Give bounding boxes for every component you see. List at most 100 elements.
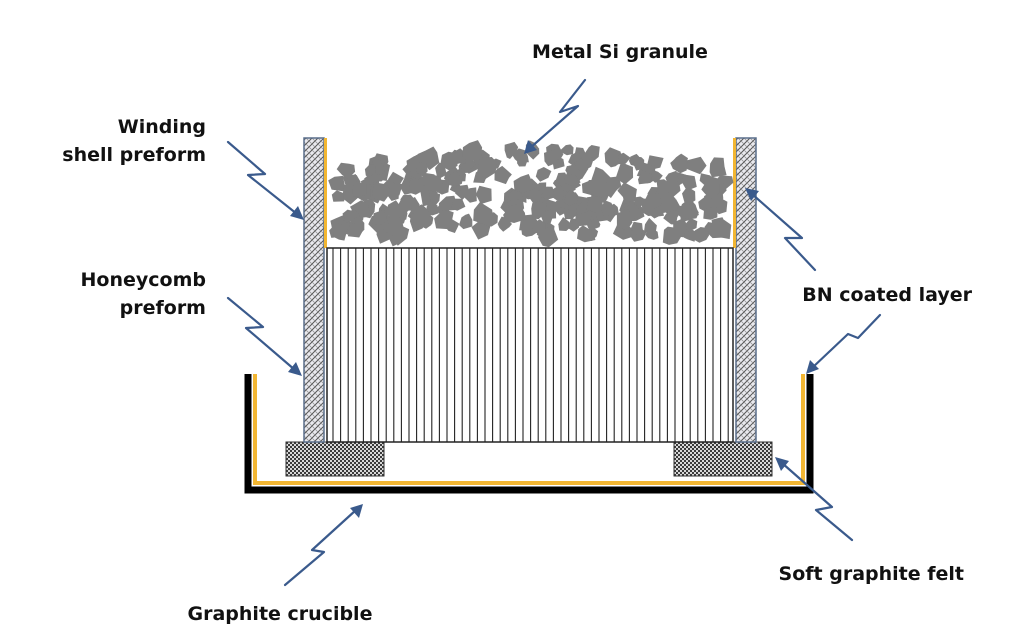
si-granule — [630, 221, 643, 236]
si-granule — [665, 170, 679, 184]
arrow-honeycomb — [226, 296, 302, 376]
bn-coating-shell-right — [733, 138, 736, 248]
si-granule — [586, 195, 604, 213]
si-granule — [642, 193, 662, 211]
si-granule — [477, 157, 498, 179]
metal-si-granules — [328, 140, 734, 248]
arrow-graphite-crucible — [283, 504, 363, 587]
si-granule — [670, 154, 688, 174]
felt-pad-right — [673, 441, 773, 477]
si-granule — [331, 190, 346, 202]
label-winding-line1: Winding — [118, 116, 206, 138]
si-granule — [562, 206, 577, 220]
si-granule — [473, 202, 493, 225]
crucible-wall — [244, 374, 814, 494]
label-graphite-crucible: Graphite crucible — [188, 603, 373, 625]
si-granule — [352, 180, 367, 197]
si-granule — [386, 200, 405, 218]
leader-arrows — [226, 78, 882, 587]
si-granule — [513, 174, 533, 193]
si-granule — [560, 144, 574, 156]
si-granule — [656, 179, 672, 197]
si-granule — [633, 155, 645, 171]
si-granule — [440, 151, 458, 171]
si-granule — [429, 192, 441, 205]
si-granule — [564, 173, 579, 186]
si-granule — [398, 195, 415, 215]
si-granule — [504, 141, 519, 159]
si-granule — [682, 187, 696, 205]
si-granule — [644, 217, 657, 235]
si-granule — [417, 146, 440, 171]
si-granule — [662, 226, 683, 245]
si-granule — [633, 196, 647, 207]
si-granule — [544, 149, 560, 167]
label-winding-line2: shell preform — [62, 144, 206, 166]
bn-coating-shell-left — [324, 138, 327, 248]
si-granule — [649, 170, 663, 183]
si-granule — [575, 201, 589, 215]
graphite-crucible — [244, 374, 814, 494]
label-metal-si-granule: Metal Si granule — [532, 41, 708, 63]
si-granule — [416, 162, 428, 177]
shell-wall-right — [735, 137, 757, 443]
si-granule — [617, 182, 637, 202]
si-granule — [388, 218, 405, 236]
label-bn-coated-layer: BN coated layer — [802, 284, 972, 306]
arrow-winding-shell — [226, 140, 304, 220]
si-granule — [364, 164, 376, 178]
arrow-soft-felt — [775, 457, 854, 542]
felt-pad-left — [285, 441, 385, 477]
winding-shell-preform — [303, 137, 757, 443]
si-granule — [328, 175, 345, 192]
shell-wall-left — [303, 137, 325, 443]
si-granule — [591, 166, 612, 188]
si-granule — [564, 189, 578, 207]
si-granule — [575, 210, 592, 227]
label-soft-graphite-felt: Soft graphite felt — [779, 563, 964, 585]
si-granule — [372, 209, 388, 226]
labels: Metal Si granule Winding shell preform H… — [62, 41, 972, 625]
si-granule — [424, 173, 444, 192]
label-honeycomb-line1: Honeycomb — [81, 269, 206, 291]
si-granule — [462, 140, 483, 163]
si-granule — [701, 175, 721, 200]
si-granule — [459, 213, 473, 230]
si-granule — [443, 217, 460, 233]
si-granule — [601, 200, 615, 216]
si-granule — [531, 201, 547, 220]
si-granule — [463, 187, 477, 203]
si-granule — [615, 162, 634, 185]
si-granule — [709, 157, 727, 178]
arrow-bn-crucible — [806, 313, 882, 374]
si-granule — [537, 227, 559, 248]
si-granule — [685, 156, 707, 175]
si-granule — [663, 210, 679, 225]
si-granule — [703, 207, 718, 220]
si-granule — [681, 174, 697, 191]
si-granule — [676, 205, 693, 219]
si-granule — [617, 152, 631, 165]
label-honeycomb-line2: preform — [120, 297, 206, 319]
si-granule — [716, 219, 732, 240]
si-granule — [639, 172, 653, 184]
si-granule — [535, 167, 552, 182]
si-granule — [616, 209, 633, 231]
si-granule — [528, 188, 543, 204]
si-granule — [475, 185, 492, 205]
si-granule — [371, 182, 392, 202]
si-granule — [690, 227, 709, 243]
si-granule — [497, 216, 512, 232]
si-granule — [541, 186, 556, 200]
arrow-metal-si — [524, 78, 587, 154]
si-granule — [420, 187, 438, 207]
honeycomb-preform — [326, 247, 734, 443]
si-granule — [382, 179, 400, 201]
arrow-bn-shell — [745, 188, 817, 272]
soft-graphite-felt — [285, 441, 773, 477]
si-granule — [494, 165, 512, 185]
si-granule — [426, 201, 439, 216]
si-granule — [574, 158, 589, 174]
si-granule — [347, 223, 364, 238]
si-granule — [577, 225, 596, 243]
